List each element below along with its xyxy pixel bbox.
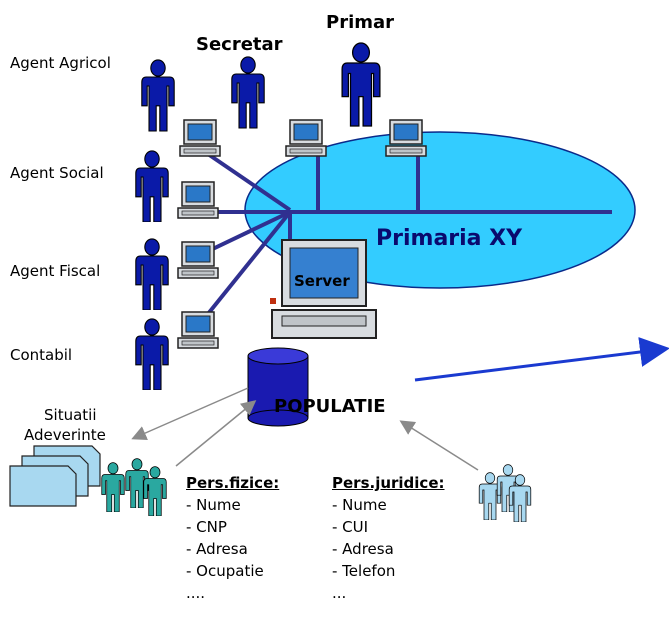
- role-agent-fiscal: Agent Fiscal: [10, 262, 101, 280]
- pers-juridice-title: Pers.juridice:: [332, 474, 445, 492]
- laptop-icon: [177, 181, 219, 219]
- person-icon: [231, 56, 265, 129]
- person-icon: [341, 42, 381, 127]
- database-cylinder: [247, 347, 309, 427]
- network-links: [180, 150, 612, 332]
- network-name: Primaria XY: [376, 226, 523, 251]
- person-icon: [141, 59, 175, 132]
- role-agent-social: Agent Social: [10, 164, 104, 182]
- database-label: POPULATIE: [274, 396, 386, 417]
- role-contabil: Contabil: [10, 346, 73, 364]
- laptop-icon: [179, 119, 221, 157]
- laptop-icon: [177, 311, 219, 349]
- pers-fizice-list: Pers.fizice: - Nume - CNP - Adresa - Ocu…: [186, 472, 279, 604]
- server-label: Server: [294, 272, 350, 290]
- person-icon: [135, 318, 169, 390]
- list-item: - Nume: [186, 496, 241, 514]
- list-item: - CUI: [332, 518, 369, 536]
- pers-fizice-title: Pers.fizice:: [186, 474, 280, 492]
- outputs-situatii: Situatii: [44, 406, 97, 424]
- arrow-legal-to-db: [399, 420, 479, 471]
- arrow-to-outputs: [131, 387, 249, 441]
- list-item: - CNP: [186, 518, 227, 536]
- role-primar: Primar: [326, 12, 395, 33]
- outputs-adeverinte: Adeverinte: [24, 426, 106, 444]
- list-item: - Ocupatie: [186, 562, 264, 580]
- list-item: - Nume: [332, 496, 387, 514]
- list-item: ...: [332, 584, 347, 602]
- server-computer: [270, 239, 377, 339]
- document-stack-icon: [9, 445, 101, 507]
- list-item: - Telefon: [332, 562, 396, 580]
- role-agent-agricol: Agent Agricol: [10, 54, 111, 72]
- legal-entities-group-icon: [478, 464, 532, 522]
- laptop-icon: [385, 119, 427, 157]
- laptop-icon: [285, 119, 327, 157]
- outbound-arrow: [414, 337, 669, 382]
- person-icon: [135, 238, 169, 310]
- list-item: - Adresa: [332, 540, 394, 558]
- role-secretar: Secretar: [196, 34, 283, 55]
- arrow-citizens-to-db: [175, 400, 257, 467]
- pers-juridice-list: Pers.juridice: - Nume - CUI - Adresa - T…: [332, 472, 445, 604]
- list-item: - Adresa: [186, 540, 248, 558]
- list-item: ....: [186, 584, 206, 602]
- citizens-group-icon: [101, 458, 167, 516]
- laptop-icon: [177, 241, 219, 279]
- person-icon: [135, 150, 169, 222]
